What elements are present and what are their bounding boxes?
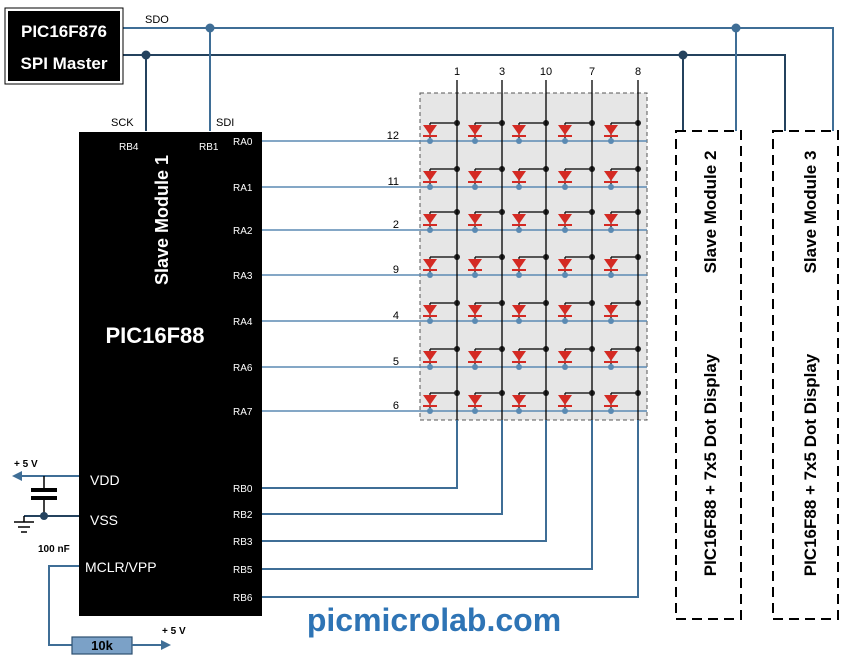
pin-vdd-label: VDD xyxy=(90,472,120,488)
pin-ra-label: RA1 xyxy=(233,183,253,194)
led-diode xyxy=(468,120,505,144)
resistor-value: 10k xyxy=(91,638,113,653)
pin-vss-label: VSS xyxy=(90,512,118,528)
row-wires: 12 11 2 9 4 5 6 xyxy=(262,130,647,412)
capacitor-value: 100 nF xyxy=(38,544,70,555)
row-pin-number: 6 xyxy=(393,400,399,412)
rb-wire xyxy=(262,420,547,542)
led-diode xyxy=(604,300,641,324)
vdd-supply-label: + 5 V xyxy=(14,459,38,470)
led-diode xyxy=(423,390,460,414)
row-pin-number: 4 xyxy=(393,310,399,322)
power-section: + 5 V 100 nF 10k + 5 V xyxy=(12,459,186,655)
led-diode xyxy=(423,254,460,278)
pin-ra-label: RA4 xyxy=(233,317,253,328)
row-pin-number: 12 xyxy=(387,130,399,142)
led-diode xyxy=(604,166,641,190)
column-pin-number: 7 xyxy=(589,66,595,78)
slave3-box: Slave Module 3 PIC16F88 + 7x5 Dot Displa… xyxy=(772,130,839,620)
led-diode xyxy=(512,209,549,233)
slave1-chip: RB4 RB1 Slave Module 1 PIC16F88 VDD VSS … xyxy=(79,132,262,616)
pin-ra-label: RA0 xyxy=(233,137,253,148)
mclr-supply-label: + 5 V xyxy=(162,626,186,637)
rb-wire xyxy=(262,420,503,515)
row-pin-number: 9 xyxy=(393,264,399,276)
arrow-icon xyxy=(12,471,22,481)
rb-wire xyxy=(262,420,639,598)
sck-label: SCK xyxy=(111,117,134,129)
pin-ra-label: RA3 xyxy=(233,271,253,282)
master-role: SPI Master xyxy=(21,54,108,73)
ground-icon xyxy=(14,521,34,533)
slave3-subtitle: PIC16F88 + 7x5 Dot Display xyxy=(801,353,820,576)
junction-dot xyxy=(205,23,215,33)
slave1-body xyxy=(79,132,262,616)
sck-wire xyxy=(122,54,786,131)
led-diode xyxy=(604,254,641,278)
slave3-title: Slave Module 3 xyxy=(801,151,820,274)
led-diode xyxy=(512,390,549,414)
sdo-label: SDO xyxy=(145,14,169,26)
sdi-label: SDI xyxy=(216,117,234,129)
pin-rb1-label: RB1 xyxy=(199,142,219,153)
pin-rb4-label: RB4 xyxy=(119,142,139,153)
led-matrix xyxy=(419,92,648,421)
column-pin-number: 3 xyxy=(499,66,505,78)
pin-ra-label: RA6 xyxy=(233,363,253,374)
slave2-box: Slave Module 2 PIC16F88 + 7x5 Dot Displa… xyxy=(675,130,742,620)
rb-wire xyxy=(262,420,458,489)
junction-dot xyxy=(678,50,688,60)
slave2-title: Slave Module 2 xyxy=(701,151,720,274)
pin-rb-label: RB3 xyxy=(233,537,253,548)
spi-master-box: PIC16F876 SPI Master xyxy=(4,7,124,85)
led-diode xyxy=(468,166,505,190)
rb-wire xyxy=(262,420,593,570)
slave1-title: Slave Module 1 xyxy=(152,155,172,285)
pin-mclr-label: MCLR/VPP xyxy=(85,559,157,575)
pin-ra-label: RA2 xyxy=(233,226,253,237)
site-watermark: picmicrolab.com xyxy=(307,602,561,638)
column-pin-number: 8 xyxy=(635,66,641,78)
row-pin-number: 5 xyxy=(393,356,399,368)
led-diode xyxy=(423,120,460,144)
sdo-wire xyxy=(122,27,834,131)
column-pin-number: 1 xyxy=(454,66,460,78)
pin-ra-label: RA7 xyxy=(233,407,253,418)
pin-rb-label: RB5 xyxy=(233,565,253,576)
junction-dot xyxy=(731,23,741,33)
pin-rb-label: RB0 xyxy=(233,484,253,495)
led-diode xyxy=(512,254,549,278)
junction-dot xyxy=(40,512,48,520)
slave2-subtitle: PIC16F88 + 7x5 Dot Display xyxy=(701,353,720,576)
spi-bus: SDO SCK SDI xyxy=(111,14,834,131)
pin-rb-label: RB6 xyxy=(233,593,253,604)
row-pin-number: 2 xyxy=(393,219,399,231)
row-pin-number: 11 xyxy=(388,176,399,188)
pin-rb-label: RB2 xyxy=(233,510,253,521)
led-diode xyxy=(423,166,460,190)
junction-dot xyxy=(141,50,151,60)
slave1-chip-name: PIC16F88 xyxy=(105,323,204,348)
led-diode xyxy=(558,390,595,414)
arrow-icon xyxy=(161,640,171,650)
column-pin-number: 10 xyxy=(540,66,552,78)
master-chip-name: PIC16F876 xyxy=(21,22,107,41)
